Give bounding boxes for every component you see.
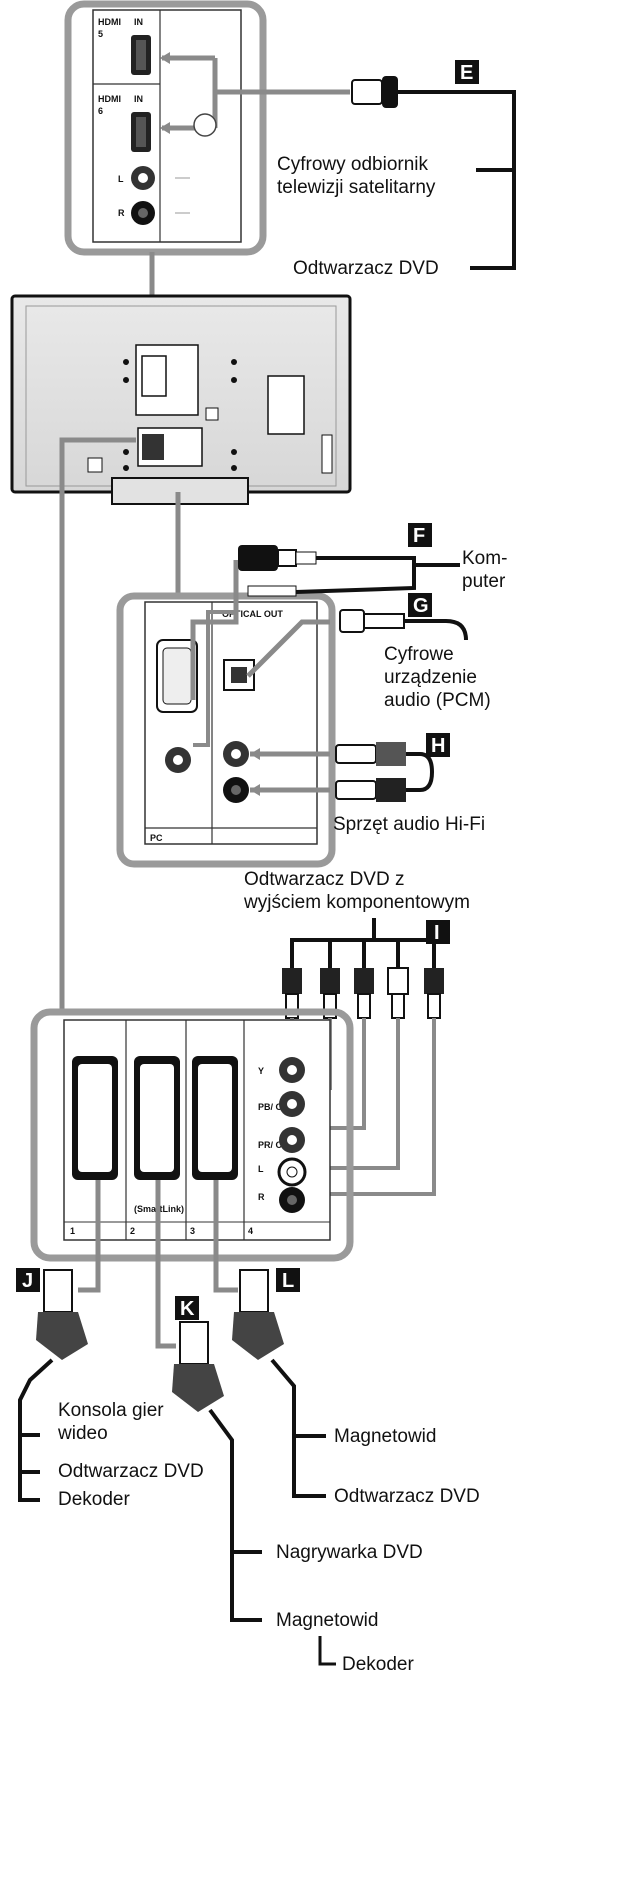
badge-l-letter: L (282, 1270, 294, 1292)
label-vcr-l: Magnetowid (334, 1426, 436, 1447)
scart-plug-j (18, 1269, 88, 1502)
label-dvd-recorder-k: Nagrywarka DVD (276, 1542, 423, 1563)
badge-g-letter: G (413, 595, 429, 617)
jack-l-label: L (258, 1164, 264, 1174)
label-console-1: Konsola gier (58, 1400, 164, 1421)
label-component-1: Odtwarzacz DVD z (244, 869, 404, 890)
hdmi5-number: 5 (98, 29, 103, 39)
label-decoder-j: Dekoder (58, 1489, 130, 1510)
scart-panel: 1 2 3 4 (SmartLink) Y PB/ CB PR/ CR L R (30, 1008, 354, 1349)
slot-4-label: 4 (248, 1226, 253, 1236)
hdmi5-in: IN (134, 17, 143, 27)
badge-k-letter: K (180, 1298, 195, 1320)
audio-r-label: R (118, 208, 125, 218)
pc-cable-f (238, 545, 416, 597)
badge-e-letter: E (460, 62, 473, 84)
pc-panel: OPTICAL OUT PC (116, 560, 336, 868)
badge-f (408, 523, 432, 547)
label-digital-audio-3: audio (PCM) (384, 690, 491, 711)
pc-label: PC (150, 833, 163, 843)
hdmi-panel: HDMI IN 5 HDMI IN 6 L R (64, 0, 350, 256)
badge-h-letter: H (431, 735, 445, 757)
hdmi5-logo: HDMI (98, 17, 121, 27)
badge-h (426, 733, 450, 757)
hdmi6-in: IN (134, 94, 143, 104)
audio-l-label: L (118, 174, 124, 184)
badge-e (455, 60, 479, 84)
label-vcr-k: Magnetowid (276, 1610, 378, 1631)
badge-f-letter: F (413, 525, 425, 547)
audio-cable-h (335, 742, 435, 802)
hdmi6-logo: HDMI (98, 94, 121, 104)
jack-pr-label: PR/ CR (258, 1140, 289, 1150)
label-komputer-1: Kom- (462, 548, 507, 569)
hdmi6-number: 6 (98, 106, 103, 116)
badge-j (16, 1268, 40, 1292)
label-console-2: wideo (57, 1423, 108, 1444)
label-hifi: Sprzęt audio Hi-Fi (333, 814, 485, 835)
label-sat-receiver-1: Cyfrowy odbiornik (277, 154, 428, 175)
label-decoder-k: Dekoder (342, 1654, 414, 1675)
badge-k (175, 1296, 199, 1320)
label-komputer-2: puter (462, 571, 506, 592)
slot-2-label: 2 (130, 1226, 135, 1236)
scart-plug-k (172, 1321, 262, 1622)
label-dvd-player-top: Odtwarzacz DVD (293, 258, 439, 279)
jack-y-label: Y (258, 1066, 264, 1076)
label-digital-audio-2: urządzenie (384, 667, 477, 688)
badge-j-letter: J (22, 1270, 33, 1292)
badge-g (408, 593, 432, 617)
label-sat-receiver-2: telewizji satelitarny (277, 177, 436, 198)
badge-i-letter: I (434, 922, 440, 944)
label-digital-audio-1: Cyfrowe (384, 644, 454, 665)
slot-1-label: 1 (70, 1226, 75, 1236)
jack-pb-label: PB/ CB (258, 1102, 289, 1112)
label-dvd-l: Odtwarzacz DVD (334, 1486, 480, 1507)
badge-i (426, 920, 450, 944)
badge-l (276, 1268, 300, 1292)
hdmi-cable-e (351, 76, 516, 270)
optical-out-label: OPTICAL OUT (222, 609, 283, 619)
jack-r-label: R (258, 1192, 265, 1202)
tv-rear (10, 294, 352, 505)
optical-cable-g (339, 609, 468, 641)
label-component-2: wyjściem komponentowym (243, 892, 470, 913)
scart-plug-l (232, 1269, 326, 1498)
label-dvd-j: Odtwarzacz DVD (58, 1461, 204, 1482)
slot-3-label: 3 (190, 1226, 195, 1236)
